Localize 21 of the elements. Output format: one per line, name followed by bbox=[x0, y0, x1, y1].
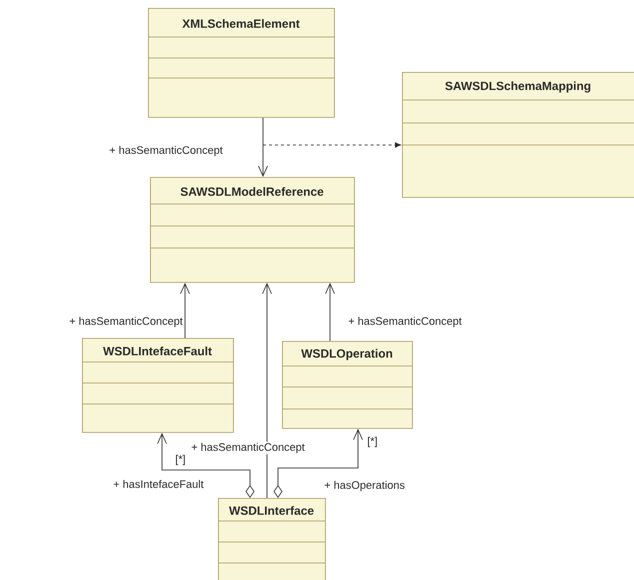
arrow bbox=[262, 142, 401, 148]
arrow bbox=[157, 432, 254, 498]
arrow bbox=[274, 428, 363, 498]
edge-label: + hasSemanticConcept bbox=[348, 316, 462, 328]
class-box: SAWSDLModelReference bbox=[150, 177, 355, 283]
multiplicity-label: [*] bbox=[176, 454, 185, 466]
arrow bbox=[325, 282, 335, 342]
edge-label: + hasSemanticConcept bbox=[70, 316, 183, 328]
class-box: SAWSDLSchemaMapping bbox=[402, 72, 634, 198]
multiplicity-label: [*] bbox=[368, 436, 377, 448]
arrow bbox=[262, 282, 272, 498]
edge-label: + hasSemanticConcept bbox=[192, 442, 305, 454]
class-box: WSDLIntefaceFault bbox=[82, 338, 234, 433]
arrow bbox=[180, 282, 190, 338]
edge-label: + hasOperations bbox=[324, 480, 404, 492]
class-box: XMLSchemaElement bbox=[148, 8, 335, 118]
class-box: WSDLInterface bbox=[218, 498, 326, 580]
arrow bbox=[258, 117, 268, 177]
class-box: WSDLOperation bbox=[282, 341, 413, 429]
edge-label: + hasSemanticConcept bbox=[110, 146, 223, 156]
edge-label: + hasIntefaceFault bbox=[114, 480, 204, 488]
